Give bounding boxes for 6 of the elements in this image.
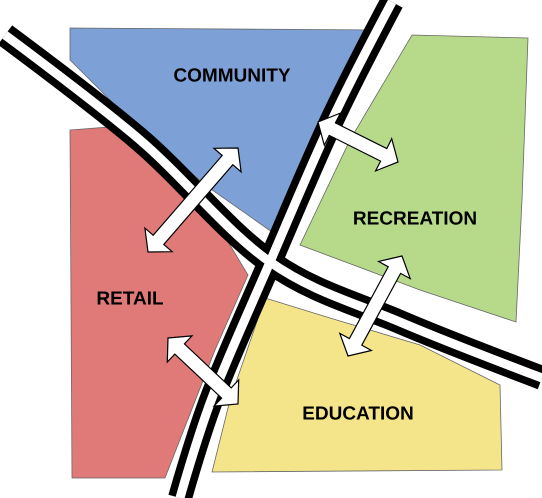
block-arrow: [317, 112, 399, 172]
region-area: RETAIL: [70, 124, 248, 478]
region-area: RECREATION: [299, 34, 528, 323]
block-arrow: [144, 147, 242, 253]
block-arrow: [338, 255, 412, 357]
block-arrow: [166, 335, 240, 407]
